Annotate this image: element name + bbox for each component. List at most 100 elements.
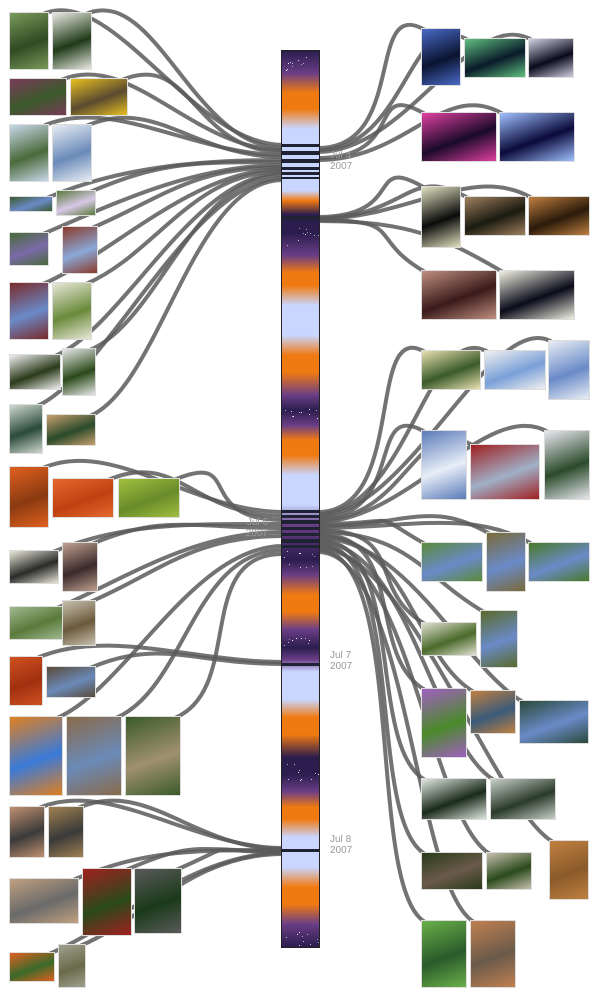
photo-thumbnail-produce[interactable] (9, 466, 49, 528)
curve-fruit-stand (35, 643, 285, 664)
night-star (290, 62, 292, 64)
date-label-jul-6-day: 6 (262, 517, 268, 528)
photo-thumbnail-beans[interactable] (134, 868, 182, 934)
photo-thumbnail-green-tomatoes[interactable] (118, 478, 180, 518)
photo-thumbnail-forest[interactable] (9, 12, 49, 70)
photo-thumbnail-lupine[interactable] (56, 190, 96, 216)
photo-thumbnail-reflection-lake-2[interactable] (519, 700, 589, 744)
photo-thumbnail-couple[interactable] (62, 226, 98, 274)
photo-thumbnail-panorama[interactable] (9, 196, 53, 212)
photo-thumbnail-stone-wall[interactable] (421, 852, 483, 890)
photo-thumbnail-market-stand[interactable] (62, 542, 98, 592)
date-label-jul-6-year: 2007 (245, 528, 268, 539)
photo-thumbnail-hikers[interactable] (46, 414, 96, 446)
night-star (298, 552, 300, 554)
photo-thumbnail-garlic-braid[interactable] (125, 716, 181, 796)
photo-thumbnail-waterfall-4[interactable] (490, 778, 556, 820)
date-label-jul-8-day: 8 (345, 834, 352, 845)
photo-thumbnail-trail[interactable] (9, 124, 49, 182)
photo-thumbnail-waterfall-2[interactable] (544, 430, 590, 500)
date-label-jul-8-year: 2007 (330, 845, 353, 856)
photo-thumbnail-boardwalk[interactable] (486, 532, 526, 592)
photo-thumbnail-greens[interactable] (9, 606, 63, 640)
night-star (297, 60, 299, 62)
photo-thumbnail-street-crowd[interactable] (9, 878, 79, 924)
timeline-bar[interactable] (281, 50, 320, 948)
curve-market-stand (90, 522, 285, 546)
date-label-jul-4-year: 2007 (330, 161, 353, 172)
photo-thumbnail-night-sky[interactable] (421, 28, 461, 86)
night-star (299, 780, 301, 782)
night-star (285, 936, 287, 938)
photo-thumbnail-fireworks-crowd[interactable] (499, 270, 575, 320)
photo-thumbnail-mountain-meadow-2[interactable] (528, 542, 590, 582)
night-star (306, 57, 308, 59)
curve-reflection-lake-2 (316, 536, 525, 704)
photo-thumbnail-purple-flower-2[interactable] (421, 688, 467, 758)
photo-thumbnail-carrots[interactable] (9, 952, 55, 982)
photo-thumbnail-waterfall[interactable] (9, 404, 43, 454)
photo-thumbnail-mountain-meadow[interactable] (421, 542, 483, 582)
curve-garlic-braid (173, 552, 285, 720)
photo-thumbnail-purple-flower[interactable] (9, 78, 67, 116)
photo-thumbnail-vendor-2[interactable] (48, 806, 84, 858)
photo-thumbnail-fireworks-pink[interactable] (421, 112, 497, 162)
photo-thumbnail-fireworks-streaks[interactable] (464, 196, 526, 236)
photo-thumbnail-fireworks-white[interactable] (528, 38, 574, 78)
photo-thumbnail-yellow-flower[interactable] (70, 78, 128, 116)
photo-thumbnail-avalanche-lily[interactable] (9, 354, 61, 390)
night-star (303, 63, 305, 65)
date-label-jul-7: Jul 7 2007 (330, 650, 352, 672)
photo-thumbnail-building[interactable] (66, 716, 122, 796)
curve-rock-creek (316, 550, 476, 924)
curve-flowers-white (316, 346, 427, 514)
photo-thumbnail-vendor[interactable] (9, 806, 45, 858)
curve-snow-peak (84, 115, 285, 159)
photo-thumbnail-carrots-2[interactable] (58, 944, 86, 988)
photo-thumbnail-snow-peak[interactable] (52, 124, 92, 182)
night-star (286, 764, 288, 766)
photo-thumbnail-mushrooms[interactable] (62, 600, 96, 646)
curve-sculpture (55, 544, 285, 720)
night-star (284, 557, 286, 559)
photo-thumbnail-fungus[interactable] (549, 840, 589, 900)
curve-lupine (88, 160, 285, 194)
photo-thumbnail-fireworks-blue[interactable] (499, 112, 575, 162)
photo-thumbnail-tomatoes[interactable] (52, 478, 114, 518)
photo-thumbnail-ferns[interactable] (421, 920, 467, 988)
photo-thumbnail-garlic[interactable] (9, 550, 59, 584)
photo-thumbnail-avalanche-lily-2[interactable] (62, 348, 96, 396)
photo-thumbnail-veg-crates[interactable] (82, 868, 132, 936)
photo-thumbnail-fireworks-sparks[interactable] (528, 196, 590, 236)
photo-thumbnail-waterfall-3[interactable] (421, 778, 487, 820)
photo-thumbnail-snow-path[interactable] (548, 340, 590, 400)
photo-thumbnail-couple-2[interactable] (9, 282, 49, 340)
night-star (304, 234, 306, 236)
photo-thumbnail-fireworks-long[interactable] (421, 270, 497, 320)
photo-thumbnail-mountain-view[interactable] (480, 610, 518, 668)
photo-thumbnail-fireworks-gold[interactable] (421, 186, 461, 248)
curve-green-tomatoes (172, 470, 285, 522)
curve-night-sky (316, 22, 427, 150)
photo-thumbnail-fruit-stand[interactable] (9, 656, 43, 706)
curve-beans (174, 847, 285, 872)
photo-thumbnail-flowers-white[interactable] (421, 350, 481, 390)
photo-thumbnail-trillium[interactable] (52, 12, 92, 70)
night-star (309, 414, 311, 416)
night-star (310, 233, 312, 235)
photo-thumbnail-rock-creek[interactable] (470, 920, 516, 988)
photo-thumbnail-sculpture[interactable] (9, 716, 63, 796)
date-label-jul-6: Jul 6 2007 (236, 517, 268, 539)
photo-thumbnail-snow-hiker[interactable] (421, 430, 467, 500)
photo-thumbnail-lupine-2[interactable] (9, 232, 49, 266)
photo-thumbnail-market-crowd[interactable] (46, 666, 96, 698)
photo-thumbnail-hiker-forest[interactable] (486, 852, 532, 890)
photo-thumbnail-reflection-lake[interactable] (470, 690, 516, 734)
photo-thumbnail-white-flower[interactable] (52, 282, 92, 340)
photo-thumbnail-fireworks-green[interactable] (464, 38, 526, 78)
photo-thumbnail-snow-trail[interactable] (484, 350, 546, 390)
photo-thumbnail-bistort[interactable] (421, 622, 477, 656)
photo-thumbnail-couple-snow[interactable] (470, 444, 540, 500)
night-star (288, 62, 290, 64)
night-star (306, 566, 308, 568)
